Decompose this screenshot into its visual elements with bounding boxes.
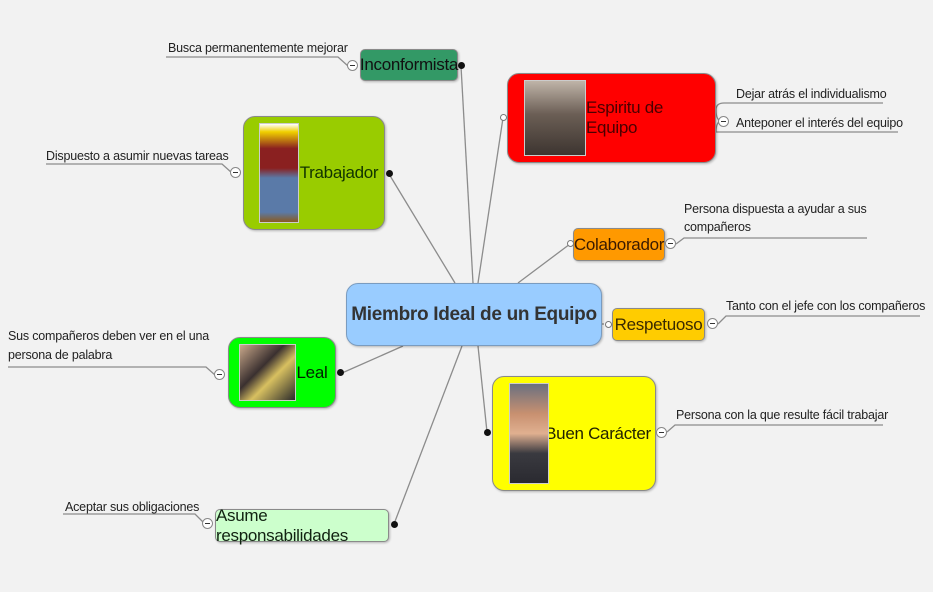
topic-label: Inconformista xyxy=(359,55,459,74)
connector-dot xyxy=(337,369,344,376)
collapse-toggle-icon[interactable] xyxy=(656,427,667,438)
topic-label: Asume responsabilidades xyxy=(216,505,348,545)
note-trabajador: Dispuesto a asumir nuevas tareas xyxy=(46,149,229,163)
topic-respetuoso[interactable]: Respetuoso xyxy=(612,308,705,341)
collapse-toggle-icon[interactable] xyxy=(347,60,358,71)
topic-label: Buen Carácter xyxy=(545,423,651,443)
connector-dot xyxy=(605,321,612,328)
note-colaborador-1: Persona dispuesta a ayudar a sus xyxy=(684,202,867,216)
note-inconformista: Busca permanentemente mejorar xyxy=(168,41,348,55)
note-respetuoso: Tanto con el jefe con los compañeros xyxy=(726,299,926,313)
central-topic-label: Miembro Ideal de un Equipo xyxy=(351,303,597,325)
collapse-toggle-icon[interactable] xyxy=(214,369,225,380)
topic-leal[interactable]: Leal xyxy=(228,337,336,408)
handshake-photo-image xyxy=(239,344,296,401)
collapse-toggle-icon[interactable] xyxy=(665,238,676,249)
connector-dot xyxy=(391,521,398,528)
note-leal-2: persona de palabra xyxy=(8,348,113,362)
connector-dot xyxy=(500,114,507,121)
topic-label: Leal xyxy=(296,362,328,382)
topic-espiritu-de-equipo[interactable]: Espiritu de Equipo xyxy=(507,73,716,163)
note-colaborador-2: compañeros xyxy=(684,220,751,234)
note-espiritu-1: Dejar atrás el individualismo xyxy=(736,87,887,101)
topic-trabajador[interactable]: Trabajador xyxy=(243,116,385,230)
topic-label: Trabajador xyxy=(299,163,379,182)
topic-buen-caracter[interactable]: Buen Carácter xyxy=(492,376,656,491)
collapse-toggle-icon[interactable] xyxy=(707,318,718,329)
note-asume: Aceptar sus obligaciones xyxy=(65,500,200,514)
connector-dot xyxy=(484,429,491,436)
note-buen-caracter: Persona con la que resulte fácil trabaja… xyxy=(676,408,889,422)
group-photo-image xyxy=(524,80,586,156)
central-topic[interactable]: Miembro Ideal de un Equipo xyxy=(346,283,602,346)
collapse-toggle-icon[interactable] xyxy=(230,167,241,178)
topic-inconformista[interactable]: Inconformista xyxy=(360,49,458,81)
worker-photo-image xyxy=(259,123,299,223)
collapse-toggle-icon[interactable] xyxy=(718,116,729,127)
collapse-toggle-icon[interactable] xyxy=(202,518,213,529)
topic-label: Colaborador xyxy=(573,234,665,254)
connector-dot xyxy=(458,62,465,69)
note-espiritu-2: Anteponer el interés del equipo xyxy=(736,116,903,130)
portrait-photo-image xyxy=(509,383,549,484)
connector-dot xyxy=(567,240,574,247)
topic-colaborador[interactable]: Colaborador xyxy=(573,228,665,261)
topic-label: Respetuoso xyxy=(614,314,703,334)
topic-label: Espiritu de Equipo xyxy=(586,98,664,137)
note-leal-1: Sus compañeros deben ver en el una xyxy=(8,329,209,343)
connector-dot xyxy=(386,170,393,177)
topic-asume-responsabilidades[interactable]: Asume responsabilidades xyxy=(215,506,389,545)
